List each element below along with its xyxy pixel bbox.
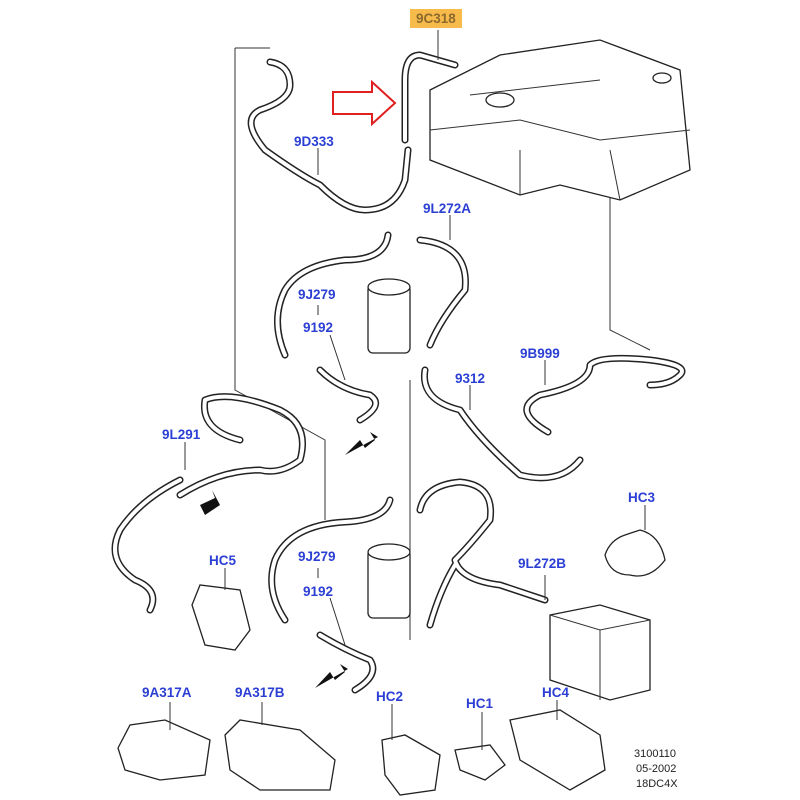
fuel-filter-upper — [367, 278, 411, 354]
part-label[interactable]: 9L272B — [518, 556, 567, 571]
clip-parts — [117, 529, 666, 796]
red-arrow-icon — [332, 79, 397, 127]
part-label[interactable]: 9J279 — [298, 549, 336, 564]
part-label[interactable]: 9J279 — [298, 287, 336, 302]
flow-arrow-icon — [315, 664, 348, 688]
part-label-9C318-highlighted[interactable]: 9C318 — [410, 9, 462, 28]
part-label[interactable]: 9A317B — [235, 685, 285, 700]
diagram-code: 18DC4X — [636, 778, 678, 790]
flow-arrow-icon — [200, 490, 220, 515]
part-label[interactable]: HC5 — [209, 553, 237, 568]
part-label[interactable]: 9L272A — [423, 201, 472, 216]
fuel-filter-lower — [367, 543, 411, 619]
fuel-tank — [429, 39, 691, 201]
part-label[interactable]: HC1 — [466, 696, 494, 711]
part-label[interactable]: HC4 — [542, 685, 570, 700]
guide-line — [234, 47, 651, 640]
part-label[interactable]: 9192 — [303, 320, 334, 335]
diagram-number: 3100110 — [634, 748, 677, 760]
diagram-date: 05-2002 — [636, 763, 677, 775]
part-label[interactable]: HC3 — [628, 490, 656, 505]
part-label[interactable]: 9312 — [455, 371, 486, 386]
part-label[interactable]: 9A317A — [142, 685, 192, 700]
flow-arrow-icon — [345, 432, 378, 455]
part-label[interactable]: 9B999 — [520, 346, 560, 361]
hoses — [111, 51, 686, 694]
part-label[interactable]: 9L291 — [162, 427, 201, 442]
part-label[interactable]: HC2 — [376, 689, 404, 704]
part-label[interactable]: 9D333 — [294, 134, 334, 149]
heater-unit — [549, 604, 651, 701]
part-label[interactable]: 9192 — [303, 584, 334, 599]
